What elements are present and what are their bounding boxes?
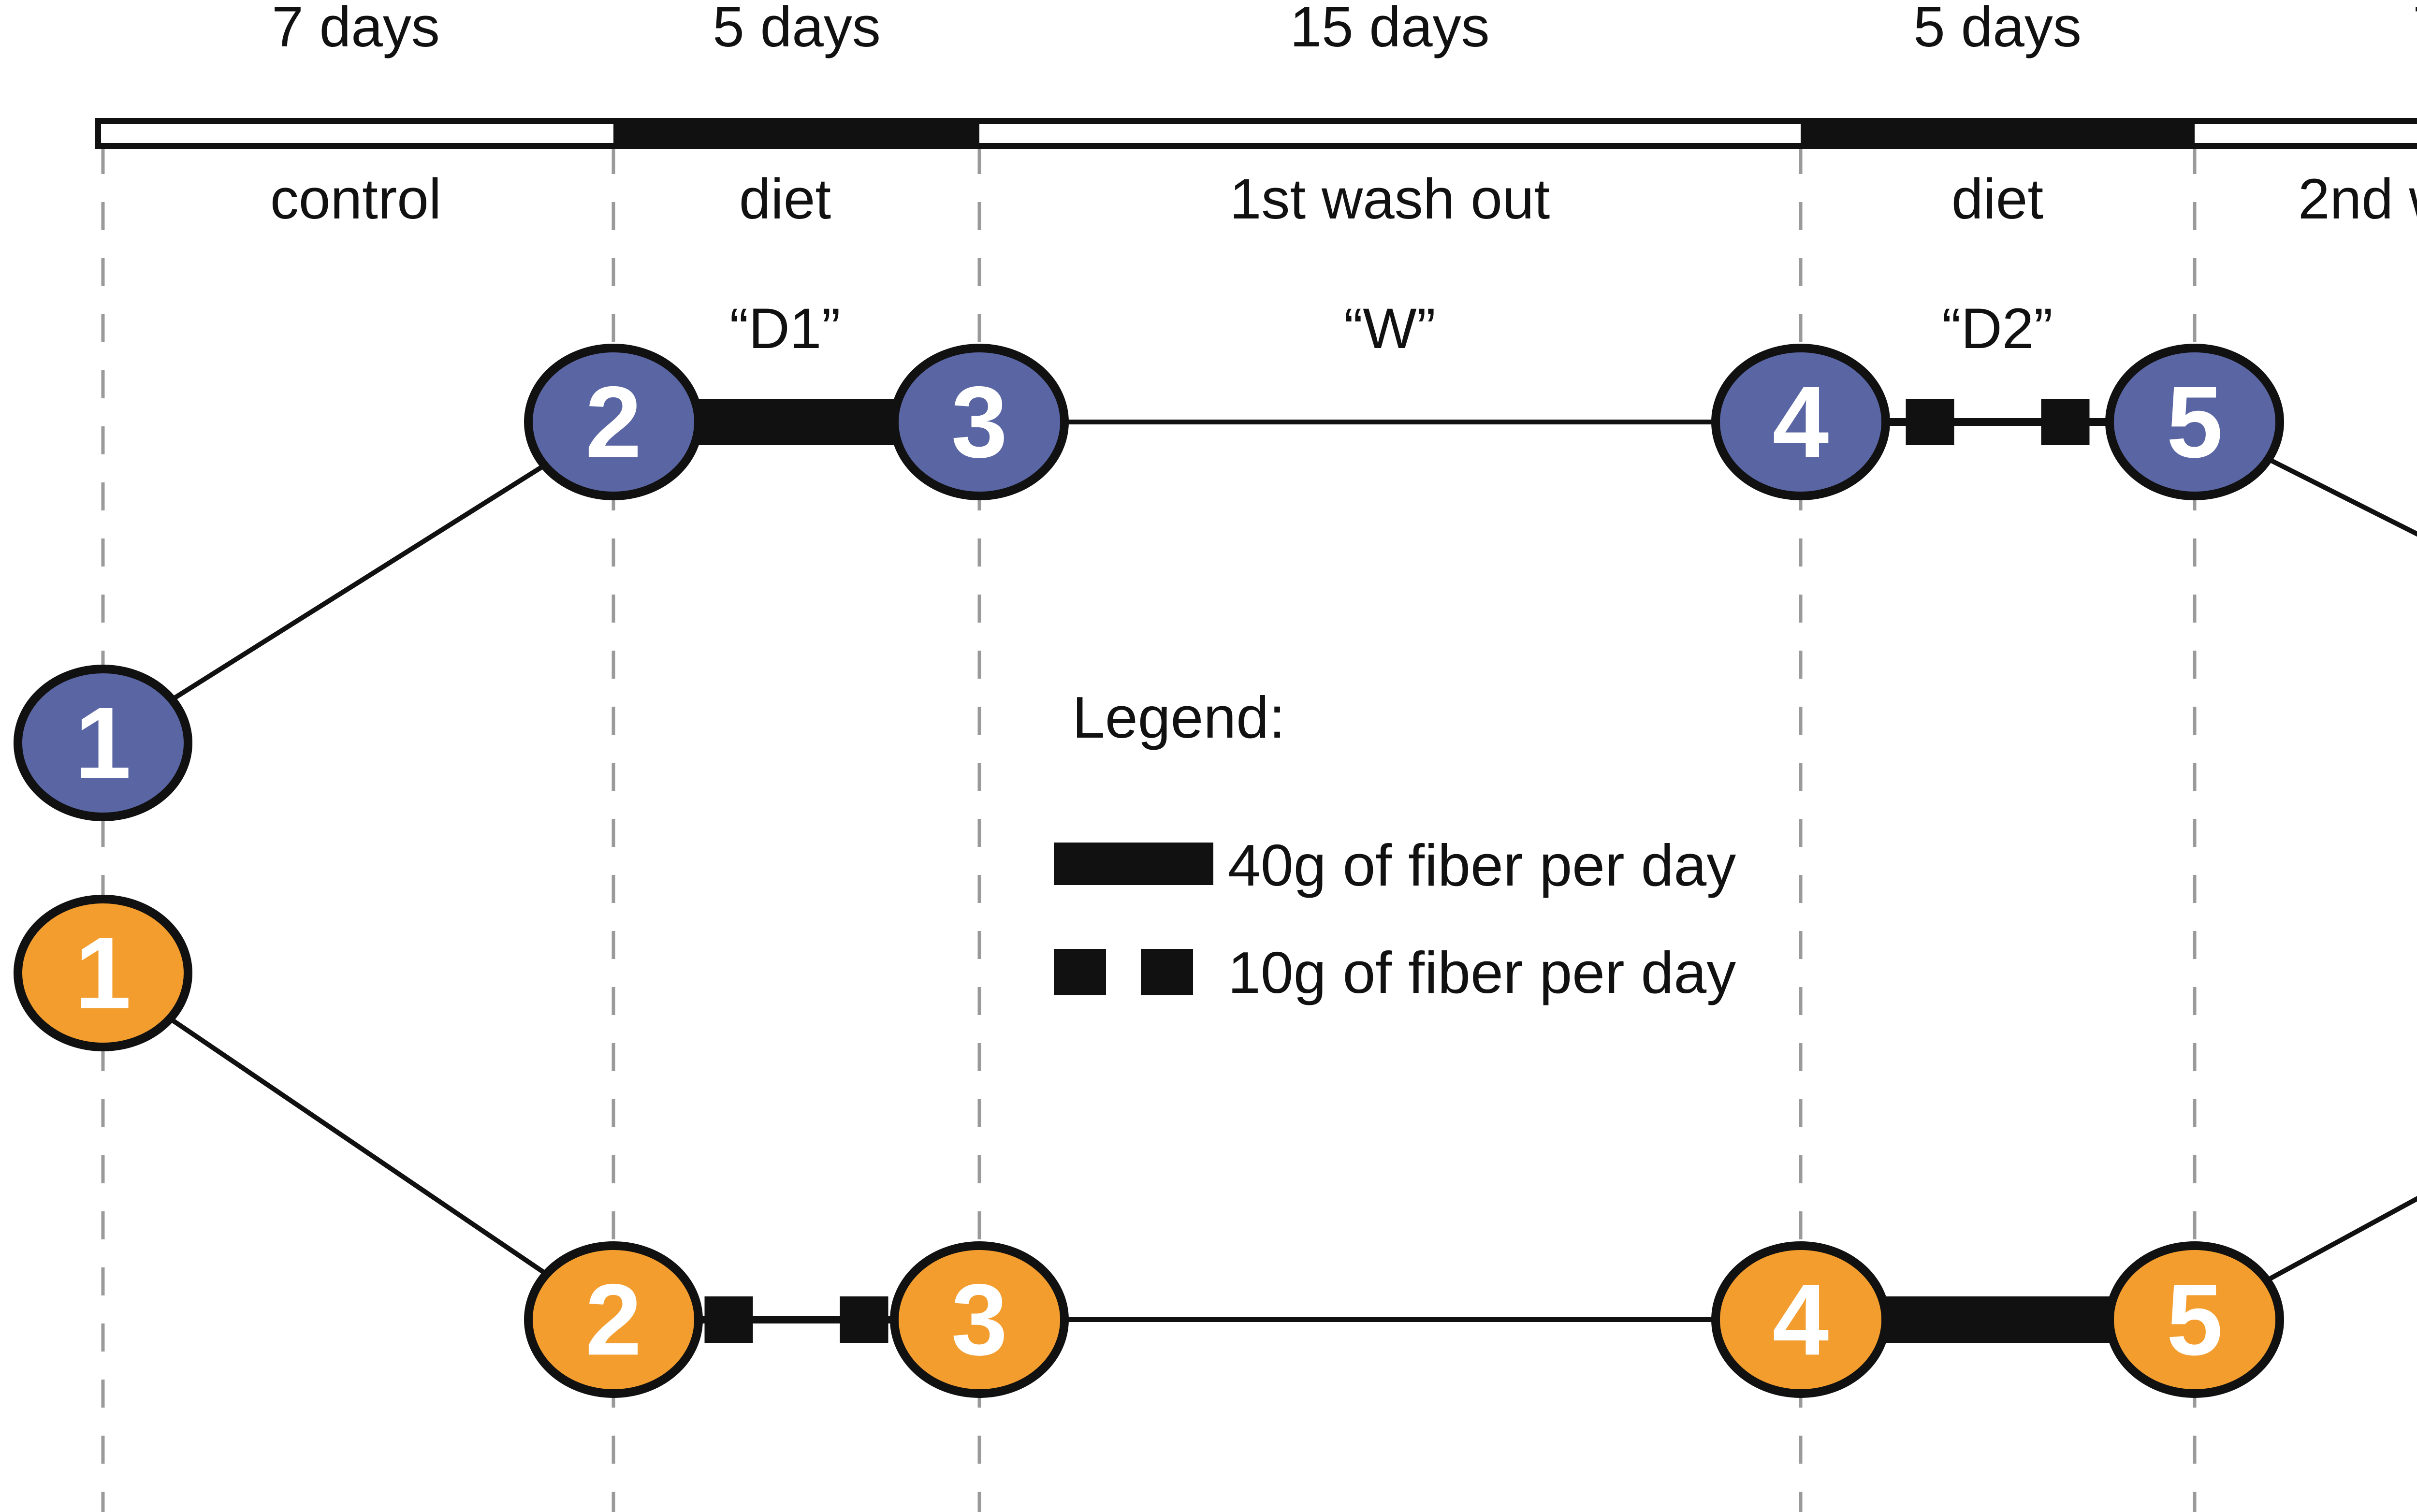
node-arm-high-first-visit-5[interactable]: 5 bbox=[2105, 344, 2284, 500]
link-thin-arm-low-first-1-2 bbox=[168, 1017, 548, 1276]
legend-item-label-10g: 10g of fiber per day bbox=[1228, 940, 1736, 1005]
node-circle[interactable] bbox=[1711, 1241, 1890, 1398]
phase-label-washout-2: 2nd wash out bbox=[2298, 167, 2417, 231]
duration-label-diet-2: 5 days bbox=[1913, 0, 2082, 59]
node-arm-low-first-visit-5[interactable]: 5 bbox=[2105, 1241, 2284, 1398]
timeline-segment-diet-2 bbox=[1801, 118, 2195, 149]
code-label-d1: “D1” bbox=[729, 297, 841, 361]
legend-swatch-dashed-bar-icon-part-1 bbox=[1054, 949, 1106, 995]
node-circle[interactable] bbox=[2105, 344, 2284, 500]
legend-title: Legend: bbox=[1072, 684, 1285, 750]
link-thin-arm-high-first-1-2 bbox=[170, 463, 546, 702]
phase-label-control: control bbox=[270, 167, 442, 231]
node-arm-high-first-visit-1[interactable]: 1 bbox=[14, 665, 192, 821]
node-circle[interactable] bbox=[890, 344, 1069, 500]
node-label: 5 bbox=[2167, 365, 2223, 479]
timeline-segment-diet-1 bbox=[613, 118, 979, 149]
phase-label-diet-2: diet bbox=[1951, 167, 2044, 231]
code-label-w: “W” bbox=[1344, 297, 1436, 361]
duration-label-control: 7 days bbox=[272, 0, 440, 59]
node-label: 2 bbox=[585, 365, 642, 479]
link-thin-arm-high-first-5-6 bbox=[2267, 457, 2417, 537]
link-dash-block-arm-high-first-1 bbox=[1906, 399, 1954, 445]
link-dash-block-arm-low-first-1 bbox=[704, 1296, 753, 1343]
timeline-bar bbox=[95, 118, 2417, 149]
legend-swatch-dashed-bar-icon-part-2 bbox=[1141, 949, 1193, 995]
duration-label-diet-1: 5 days bbox=[713, 0, 881, 59]
node-circle[interactable] bbox=[524, 1241, 703, 1398]
node-label: 4 bbox=[1773, 365, 1829, 479]
link-thin-arm-low-first-5-6 bbox=[2265, 1196, 2417, 1283]
node-arm-low-first-visit-2[interactable]: 2 bbox=[524, 1241, 703, 1398]
node-label: 1 bbox=[75, 686, 131, 800]
node-label: 5 bbox=[2167, 1263, 2223, 1377]
code-label-d2: “D2” bbox=[1942, 297, 2053, 361]
legend-swatches bbox=[1054, 843, 1213, 995]
duration-label-washout-1: 15 days bbox=[1290, 0, 1490, 59]
node-circle[interactable] bbox=[524, 344, 703, 500]
node-arm-low-first-visit-4[interactable]: 4 bbox=[1711, 1241, 1890, 1398]
node-label: 4 bbox=[1773, 1263, 1829, 1377]
link-dash-block-arm-high-first-2 bbox=[2041, 399, 2090, 445]
node-label: 3 bbox=[951, 365, 1008, 479]
node-arm-high-first-visit-4[interactable]: 4 bbox=[1711, 344, 1890, 500]
node-label: 1 bbox=[75, 916, 131, 1030]
node-label: 2 bbox=[585, 1263, 642, 1377]
node-circle[interactable] bbox=[1711, 344, 1890, 500]
arm-links bbox=[168, 399, 2417, 1343]
phase-label-diet-1: diet bbox=[739, 167, 831, 231]
duration-label-washout-2: 7 days bbox=[2413, 0, 2417, 60]
node-circle[interactable] bbox=[2105, 1241, 2284, 1398]
node-arm-low-first-visit-1[interactable]: 1 bbox=[14, 895, 192, 1051]
node-circle[interactable] bbox=[890, 1241, 1069, 1398]
visit-nodes: 123456123456 bbox=[14, 344, 2284, 1398]
node-arm-low-first-visit-3[interactable]: 3 bbox=[890, 1241, 1069, 1398]
node-circle[interactable] bbox=[14, 895, 192, 1051]
link-dash-block-arm-low-first-2 bbox=[840, 1296, 888, 1343]
node-label: 3 bbox=[951, 1263, 1008, 1377]
node-arm-high-first-visit-2[interactable]: 2 bbox=[524, 344, 703, 500]
node-circle[interactable] bbox=[14, 665, 192, 821]
legend-item-label-40g: 40g of fiber per day bbox=[1228, 832, 1736, 898]
phase-label-washout-1: 1st wash out bbox=[1229, 167, 1550, 231]
legend-swatch-solid-bar-icon bbox=[1054, 843, 1213, 885]
node-arm-high-first-visit-3[interactable]: 3 bbox=[890, 344, 1069, 500]
